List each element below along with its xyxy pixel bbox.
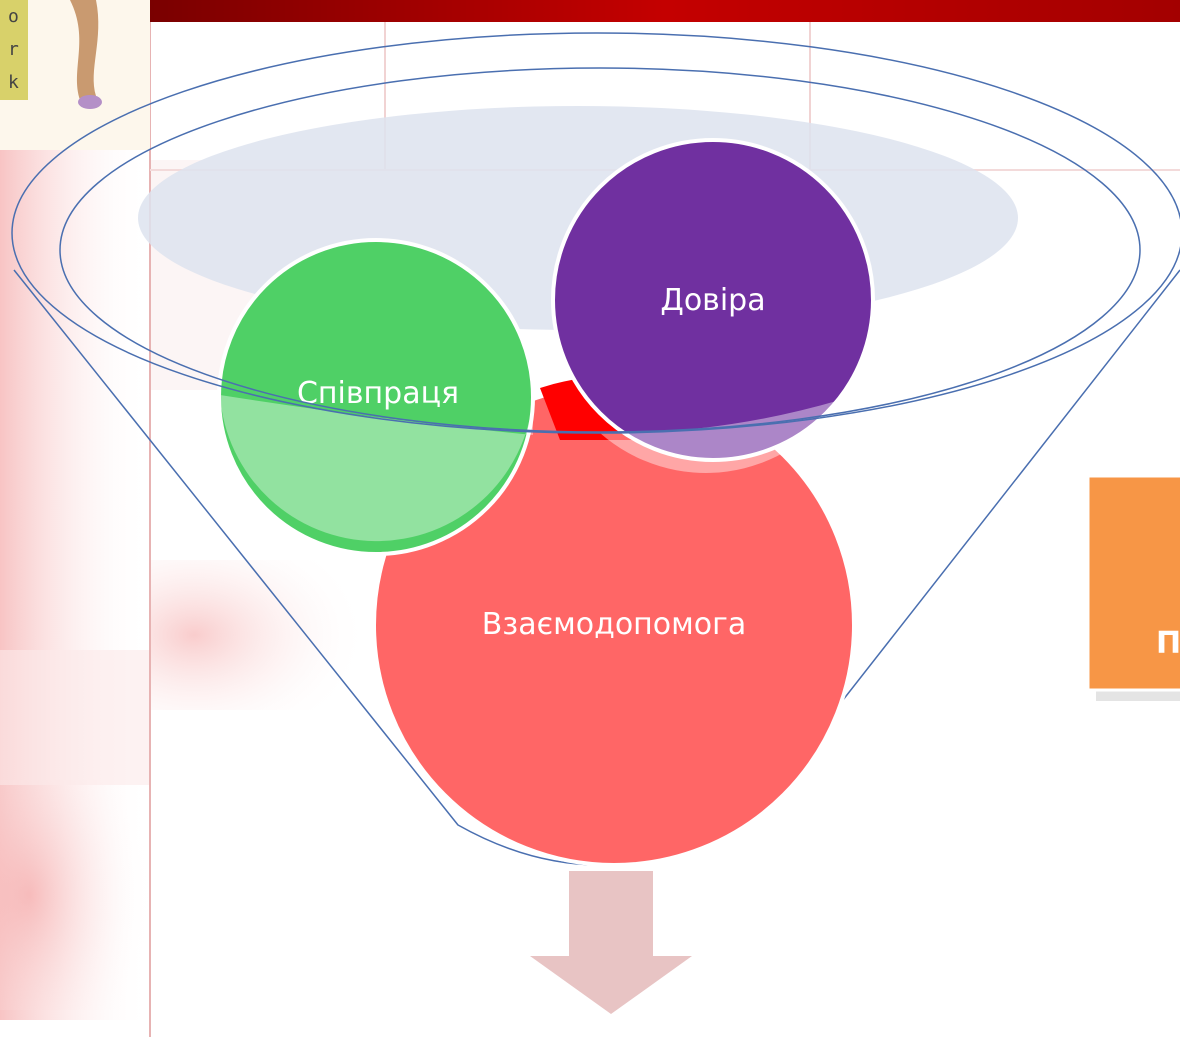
label-vzayemodopomoha: Взаємодопомога — [482, 607, 747, 642]
funnel-rings — [11, 32, 1180, 434]
funnel-overlays — [220, 395, 840, 542]
result-box: П — [1086, 474, 1180, 701]
logo-letter-3: k — [8, 72, 19, 93]
result-box-text: П — [1156, 626, 1180, 661]
logo: o r k — [0, 0, 150, 150]
down-arrow-icon — [530, 871, 692, 1014]
circle-vzayemodopomoha: Взаємодопомога — [372, 375, 856, 867]
circle-dovira: Довіра — [551, 138, 875, 462]
funnel-inner-ring — [59, 67, 1141, 433]
label-spivpratsia: Співпраця — [297, 376, 459, 411]
label-dovira: Довіра — [660, 283, 765, 318]
figure-leg-icon — [70, 0, 99, 106]
logo-letter-1: o — [8, 6, 19, 27]
logo-letter-2: r — [8, 39, 19, 60]
funnel-outer-ring — [11, 32, 1180, 434]
circle-spivpratsia: Співпраця — [217, 238, 535, 556]
